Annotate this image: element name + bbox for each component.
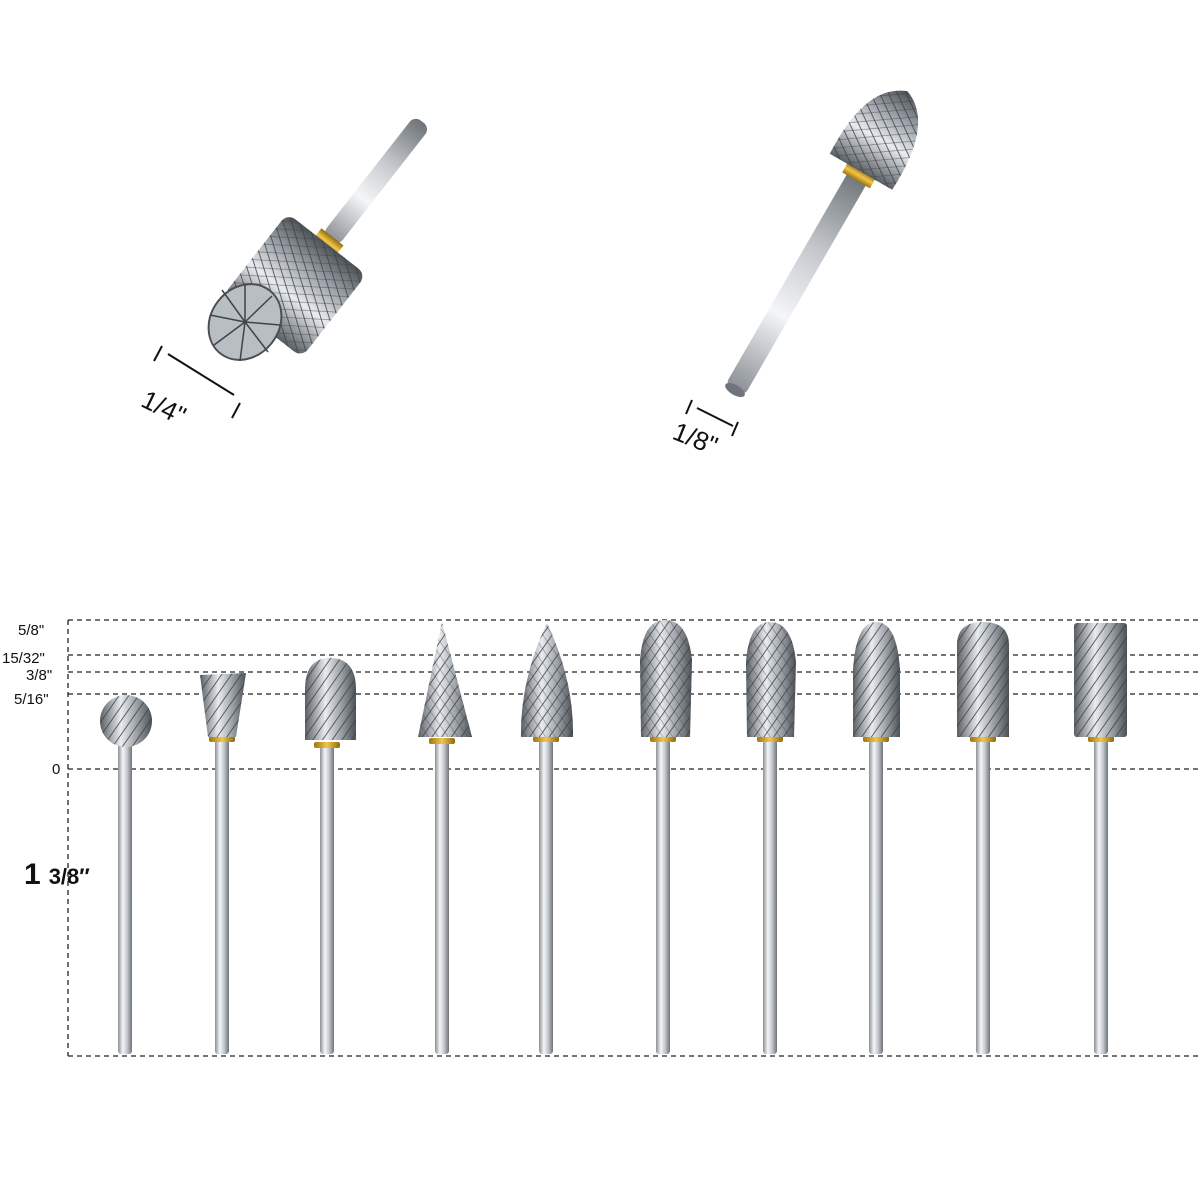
- scale-tick-label: 3/8": [26, 667, 53, 684]
- pointed-cone-burr-icon: [418, 622, 472, 737]
- cylinder-burr-icon: [1074, 623, 1127, 737]
- scale-guides: [67, 619, 1200, 1057]
- cylinder-burr-large: [207, 118, 427, 362]
- tree-burr-icon: [640, 620, 692, 737]
- scale-tick-label: 5/16": [14, 691, 49, 708]
- shank-length-fraction: 3/8″: [48, 864, 90, 889]
- brass-collars: [112, 736, 1114, 748]
- scale-tick-label: 15/32": [2, 650, 45, 667]
- scale-tick-label: 0: [52, 761, 61, 778]
- tree-burr-large: [725, 90, 919, 397]
- bit-shanks: [118, 740, 1108, 1054]
- shank-length-whole: 1: [24, 858, 41, 891]
- quarter-inch-dimension-marker: [153, 345, 241, 419]
- eighth-inch-dimension-marker: [685, 399, 739, 437]
- ball-burr-icon: [100, 695, 152, 747]
- cylinder-round-burr-icon: [957, 622, 1009, 737]
- scale-tick-label: 5/8": [18, 622, 45, 639]
- tree-burr-icon: [746, 622, 796, 737]
- flame-burr-icon: [520, 623, 574, 737]
- shank-length-label: 1 3/8″: [24, 858, 90, 892]
- round-tree-burr-icon: [853, 622, 900, 737]
- oval-burr-icon: [305, 658, 356, 740]
- inverted-cone-burr-icon: [200, 673, 246, 737]
